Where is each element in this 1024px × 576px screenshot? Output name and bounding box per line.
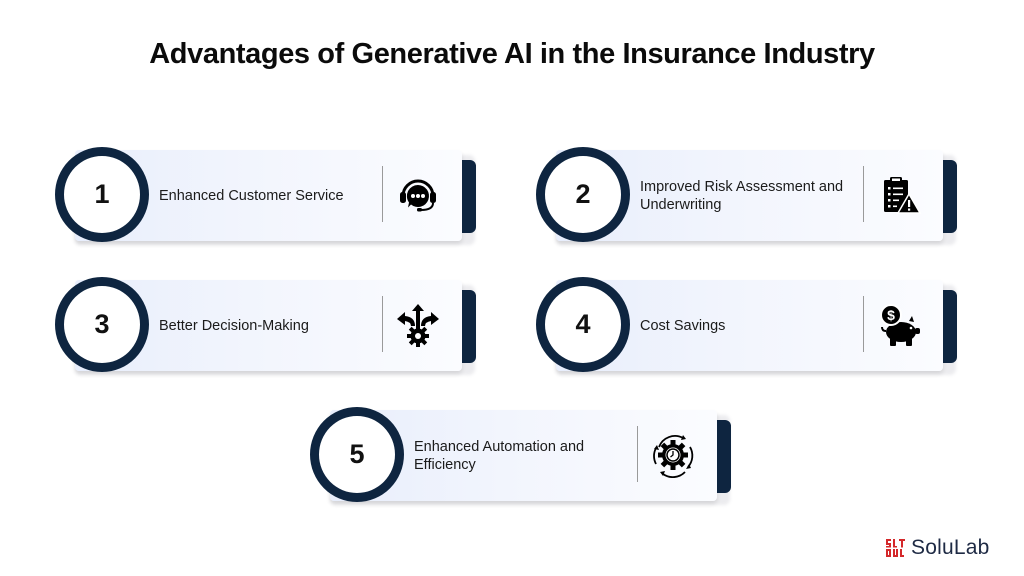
number: 2 bbox=[575, 179, 591, 209]
divider bbox=[382, 166, 383, 222]
advantage-label: Cost Savings bbox=[640, 317, 726, 334]
advantage-item-5: 5 Enhanced Automation and Efficiency bbox=[310, 407, 740, 507]
advantage-item-1: 1 Enhanced Customer Service bbox=[55, 147, 485, 247]
solulab-logo: SoluLab bbox=[886, 536, 989, 560]
number: 3 bbox=[94, 309, 110, 339]
advantage-item-2: 2 Improved Risk Assessment and Underwrit… bbox=[536, 147, 966, 247]
advantage-label: Better Decision-Making bbox=[159, 317, 309, 334]
number-badge: 5 bbox=[310, 407, 404, 502]
number: 5 bbox=[349, 439, 365, 469]
divider bbox=[863, 166, 864, 222]
page-title: Advantages of Generative AI in the Insur… bbox=[149, 38, 875, 70]
advantage-label: Improved Risk Assessment and Underwritin… bbox=[640, 178, 844, 213]
card-accent-tab bbox=[943, 290, 957, 363]
card-accent-tab bbox=[717, 420, 731, 493]
solulab-logo-mark-icon bbox=[886, 539, 905, 557]
advantage-label: Enhanced Customer Service bbox=[159, 187, 344, 204]
card-accent-tab bbox=[943, 160, 957, 233]
divider bbox=[637, 426, 638, 482]
number-badge: 1 bbox=[55, 147, 149, 242]
advantage-item-3: 3 Better Decision-Making bbox=[55, 277, 485, 377]
divider bbox=[382, 296, 383, 352]
number-badge: 2 bbox=[536, 147, 630, 242]
svg-text:$: $ bbox=[887, 307, 895, 323]
logo-text: SoluLab bbox=[911, 536, 990, 559]
clipboard-warning-icon bbox=[876, 172, 922, 218]
number: 1 bbox=[94, 179, 110, 209]
number-badge: 4 bbox=[536, 277, 630, 372]
gear-clock-cycle-icon bbox=[650, 432, 696, 479]
customer-support-headset-icon bbox=[395, 172, 441, 218]
number: 4 bbox=[575, 309, 591, 339]
advantage-label: Enhanced Automation and Efficiency bbox=[414, 438, 585, 473]
number-badge: 3 bbox=[55, 277, 149, 372]
card-accent-tab bbox=[462, 290, 476, 363]
advantage-item-4: 4 Cost Savings $ bbox=[536, 277, 966, 377]
decision-arrows-gear-icon bbox=[395, 302, 441, 348]
card-accent-tab bbox=[462, 160, 476, 233]
divider bbox=[863, 296, 864, 352]
piggy-bank-dollar-icon: $ bbox=[876, 302, 922, 348]
